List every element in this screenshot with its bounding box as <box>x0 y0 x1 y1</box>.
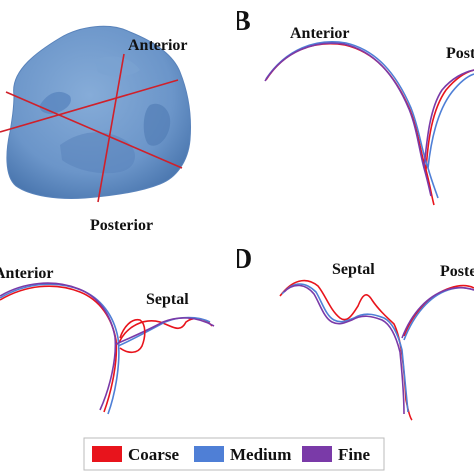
legend-item-medium: Medium <box>194 445 291 464</box>
cut-lines <box>0 53 183 203</box>
panel-a-anterior-label: Anterior <box>128 37 188 54</box>
panel-a: Anterior Posterior <box>0 25 191 234</box>
panel-b-profile-coarse <box>265 43 474 206</box>
panel-b-letter: B <box>232 6 251 37</box>
panel-c-anterior-label: Anterior <box>0 265 54 282</box>
panel-c-profile-fine <box>0 282 215 411</box>
valve-3d-render <box>6 25 191 199</box>
panel-c: Anterior Septal <box>0 265 215 415</box>
panel-d-profile-fine <box>283 284 474 415</box>
panel-d-posterior-label: Posterior <box>440 263 474 280</box>
panel-c-septal-loop <box>119 318 146 354</box>
panel-b: B Anterior Posterior <box>232 6 474 206</box>
panel-c-profiles <box>0 282 215 415</box>
legend: Coarse Medium Fine <box>83 437 385 471</box>
cut-line-anterior-posterior <box>97 53 125 203</box>
panel-d-profile-coarse <box>279 279 474 421</box>
legend-label-coarse: Coarse <box>128 445 179 464</box>
panel-d-profile-medium <box>281 283 474 413</box>
legend-swatch-fine <box>302 446 332 462</box>
panel-a-posterior-label: Posterior <box>90 217 153 234</box>
panel-d: D Septal Posterior <box>232 244 474 421</box>
legend-swatch-coarse <box>92 446 122 462</box>
legend-label-medium: Medium <box>230 445 291 464</box>
panel-c-septal-label: Septal <box>146 291 189 308</box>
cut-line-septal-posterior <box>0 79 179 133</box>
panel-b-anterior-label: Anterior <box>290 25 350 42</box>
legend-item-fine: Fine <box>302 445 371 464</box>
legend-item-coarse: Coarse <box>92 445 179 464</box>
panel-b-profile-fine <box>264 42 474 197</box>
panel-d-profiles <box>279 279 474 421</box>
legend-frame <box>83 437 385 471</box>
panel-b-profile-medium <box>265 41 474 199</box>
panel-b-profiles <box>264 41 474 206</box>
panel-b-posterior-label: Posterior <box>446 45 474 62</box>
legend-swatch-medium <box>194 446 224 462</box>
panel-d-letter: D <box>232 244 252 275</box>
panel-d-septal-label: Septal <box>332 261 375 278</box>
legend-label-fine: Fine <box>338 445 371 464</box>
cut-line-anterior-septal <box>5 91 183 169</box>
